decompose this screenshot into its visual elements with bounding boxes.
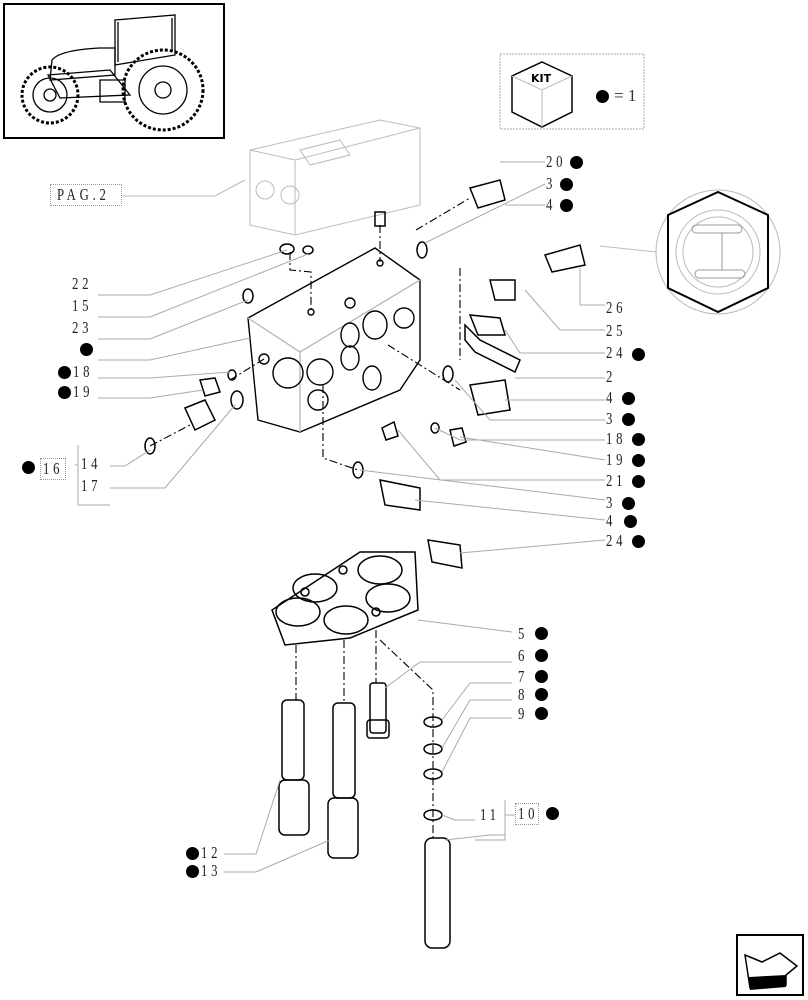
callout-3: 3 <box>606 409 617 428</box>
callout-12: 12 <box>201 843 222 862</box>
manifold-plate <box>271 551 419 646</box>
callout-20: 20 <box>546 152 567 171</box>
tractor-thumbnail[interactable] <box>3 3 225 139</box>
spool-valves <box>278 682 451 949</box>
kit-dot-icon <box>535 670 548 683</box>
callout-5: 5 <box>518 624 529 643</box>
kit-dot-icon <box>535 707 548 720</box>
callout-17: 17 <box>81 476 102 495</box>
seals-and-fittings <box>144 179 586 569</box>
callout-25: 25 <box>606 321 627 340</box>
callout-18: 18 <box>606 429 627 448</box>
kit-dot-icon <box>560 178 573 191</box>
callout-21: 21 <box>606 471 627 490</box>
kit-dot-icon <box>632 475 645 488</box>
page-ref-label: PAG.2 <box>57 185 110 204</box>
kit-dot-icon <box>80 343 93 356</box>
callout-4: 4 <box>546 195 557 214</box>
kit-dot-icon <box>622 392 635 405</box>
callout-24: 24 <box>606 531 627 550</box>
callout-19: 19 <box>73 382 94 401</box>
kit-dot-icon <box>546 807 559 820</box>
kit-dot-icon <box>570 156 583 169</box>
callout-26: 26 <box>606 298 627 317</box>
callout-4: 4 <box>606 511 617 530</box>
callout-6: 6 <box>518 646 529 665</box>
callout-group-box: 16 <box>40 458 66 480</box>
kit-equals: = 1 <box>614 86 637 105</box>
callout-13: 13 <box>201 861 222 880</box>
kit-dot-icon <box>535 688 548 701</box>
kit-dot-icon <box>560 199 573 212</box>
callout-19: 19 <box>606 450 627 469</box>
callout-23: 23 <box>72 318 93 337</box>
callout-24: 24 <box>606 343 627 362</box>
callout-11: 11 <box>480 805 500 824</box>
kit-dot-icon <box>632 348 645 361</box>
kit-dot-icon <box>622 497 635 510</box>
kit-dot-icon <box>186 865 199 878</box>
callout-18: 18 <box>73 362 94 381</box>
kit-dot-icon <box>596 90 609 103</box>
kit-dot-icon <box>186 847 199 860</box>
kit-dot-icon <box>535 627 548 640</box>
callout-22: 22 <box>72 274 93 293</box>
kit-dot-icon <box>632 433 645 446</box>
callout-9: 9 <box>518 704 529 723</box>
callout-7: 7 <box>518 667 529 686</box>
callout-14: 14 <box>81 454 102 473</box>
callout-group-box: 10 <box>515 803 539 825</box>
kit-label: KIT <box>531 72 552 85</box>
leader-lines <box>75 161 606 873</box>
callout-16: 16 <box>43 459 64 478</box>
kit-dot-icon <box>535 649 548 662</box>
reference-bracket <box>122 119 421 236</box>
callout-2: 2 <box>606 367 617 386</box>
callout-4: 4 <box>606 388 617 407</box>
callout-3: 3 <box>546 174 557 193</box>
assembly-axes <box>149 197 471 838</box>
callout-10: 10 <box>518 804 539 823</box>
kit-dot-icon <box>622 413 635 426</box>
callout-15: 15 <box>72 296 93 315</box>
connector-detail <box>599 189 781 315</box>
kit-dot-icon <box>624 515 637 528</box>
callout-3: 3 <box>606 493 617 512</box>
kit-dot-icon <box>632 454 645 467</box>
kit-dot-icon <box>632 535 645 548</box>
callout-8: 8 <box>518 685 529 704</box>
back-arrow-icon[interactable] <box>736 934 804 996</box>
valve-block <box>247 247 421 433</box>
page-ref-box[interactable]: PAG.2 <box>50 184 122 206</box>
kit-dot-icon <box>58 366 71 379</box>
kit-dot-icon <box>58 386 71 399</box>
kit-legend <box>499 53 645 130</box>
kit-dot-icon <box>22 461 35 474</box>
